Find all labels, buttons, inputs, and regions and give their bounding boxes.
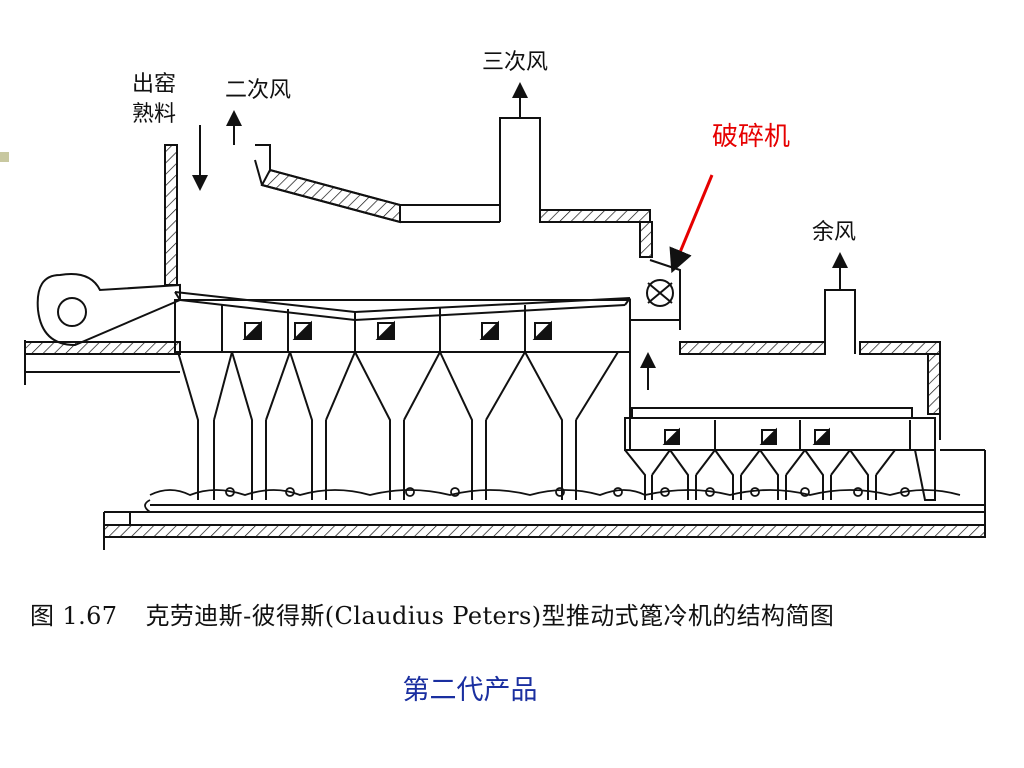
tertiary-air-duct: [499, 82, 541, 222]
second-grate: [624, 407, 936, 451]
drag-chain-conveyor: [144, 487, 961, 513]
left-ledge: [24, 340, 181, 385]
label-discharge-clinker-line1: 出窑: [132, 72, 177, 97]
excess-air-duct: [640, 252, 856, 390]
floor: [103, 449, 986, 550]
first-stage-hoppers: [177, 351, 619, 500]
cooling-fan: [36, 273, 181, 347]
label-crusher: 破碎机: [712, 122, 791, 152]
slide-subtitle: 第二代产品: [402, 675, 538, 706]
second-stage-dampers: [662, 427, 830, 445]
figure-caption: 图 1.67 克劳迪斯-彼得斯(Claudius Peters)型推动式篦冷机的结…: [30, 596, 1010, 631]
crusher-pointer-line: [669, 174, 714, 274]
slide-bullet-marker: [0, 152, 9, 162]
first-stage-dampers: [242, 320, 552, 340]
label-excess-air: 余风: [812, 220, 857, 245]
figure-caption-text: 克劳迪斯-彼得斯(Claudius Peters)型推动式篦冷机的结构简图: [145, 602, 835, 630]
label-secondary-air: 二次风: [225, 78, 292, 103]
second-stage-housing: [629, 319, 941, 450]
label-discharge-clinker-line2: 熟料: [132, 102, 177, 127]
first-grate: [174, 291, 631, 322]
inlet-arrows: [192, 110, 242, 191]
grate-cooler-diagram: [24, 82, 986, 550]
second-stage-hoppers: [624, 449, 936, 501]
figure-number: 图 1.67: [30, 602, 118, 630]
first-stage-housing: [164, 144, 653, 286]
label-tertiary-air: 三次风: [482, 50, 549, 75]
